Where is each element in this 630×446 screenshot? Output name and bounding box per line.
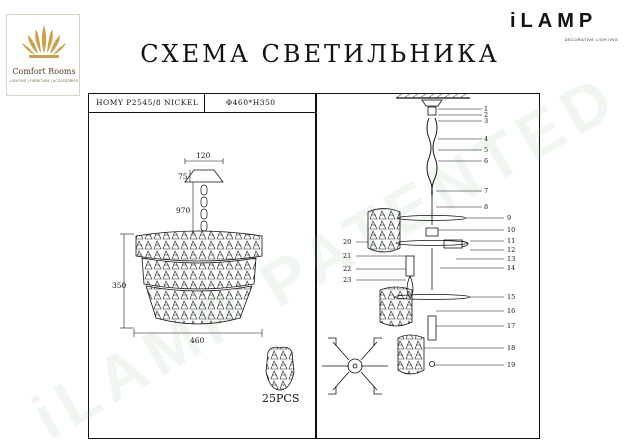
crystal-count-label: 25PCS xyxy=(262,392,300,405)
panel-divider xyxy=(315,93,317,439)
part-label-19: 19 xyxy=(507,361,516,369)
part-label-23: 23 xyxy=(343,276,352,284)
part-label-2: 2 xyxy=(484,111,489,119)
brand-tagline: LIGHTING | FURNITURE | ACCESSORIES xyxy=(9,79,79,83)
part-label-15: 15 xyxy=(507,293,516,301)
part-label-1: 1 xyxy=(484,105,489,113)
part-label-8: 8 xyxy=(484,203,489,211)
part-label-17: 17 xyxy=(507,322,516,330)
crystal-cluster-upper-left xyxy=(367,208,401,253)
part-label-11: 11 xyxy=(507,237,516,245)
part-label-12: 12 xyxy=(507,246,516,254)
crystal-cluster-bottom-right xyxy=(397,334,425,375)
diameter-label: 460 xyxy=(190,336,205,345)
brand-name: Comfort Rooms xyxy=(12,67,76,76)
spec-header-row xyxy=(88,93,316,113)
crystal-sample xyxy=(265,346,295,391)
crystal-tier-middle xyxy=(141,257,257,290)
canopy-height-label: 75 xyxy=(178,172,188,181)
diagram-frame xyxy=(88,93,540,439)
part-label-18: 18 xyxy=(507,344,516,352)
part-label-21: 21 xyxy=(343,252,352,260)
canopy-shape xyxy=(184,169,224,183)
dimension-drawing xyxy=(120,158,263,337)
part-label-4: 4 xyxy=(484,135,489,143)
part-label-10: 10 xyxy=(507,226,516,234)
part-label-14: 14 xyxy=(507,264,516,272)
model-number: HOMY P2545/8 NICKEL xyxy=(96,98,199,107)
canopy-width-label: 120 xyxy=(196,151,211,160)
crystal-cluster-lower xyxy=(379,286,413,327)
ilamp-logo: iLAMP DECORATIVE LIGHTING xyxy=(510,10,622,44)
part-label-13: 13 xyxy=(507,255,516,263)
comfort-rooms-logo: Comfort Rooms LIGHTING | FURNITURE | ACC… xyxy=(6,14,80,96)
crystal-tier-top xyxy=(135,230,263,262)
part-label-20: 20 xyxy=(343,238,352,246)
overall-dimensions: Φ460*H350 xyxy=(226,98,276,107)
part-label-6: 6 xyxy=(484,157,489,165)
part-label-7: 7 xyxy=(484,187,489,195)
exploded-view xyxy=(322,93,471,395)
part-label-16: 16 xyxy=(507,307,516,315)
part-leader-lines xyxy=(356,108,504,366)
ilamp-wordmark: iLAMP xyxy=(510,10,598,32)
part-label-9: 9 xyxy=(507,214,512,222)
ilamp-tagline: DECORATIVE LIGHTING xyxy=(564,37,618,42)
body-height-label: 350 xyxy=(112,281,127,290)
part-label-5: 5 xyxy=(484,146,489,154)
page-title: СХЕМА СВЕТИЛЬНИКА xyxy=(140,40,500,68)
chain xyxy=(200,184,208,232)
chain-length-label: 970 xyxy=(176,206,191,215)
spec-cell-divider xyxy=(204,93,205,113)
crystal-tier-bottom xyxy=(145,285,253,325)
arm-layout-top-view xyxy=(322,337,388,395)
part-label-22: 22 xyxy=(343,265,352,273)
crown-icon xyxy=(22,25,66,58)
part-label-3: 3 xyxy=(484,117,489,125)
